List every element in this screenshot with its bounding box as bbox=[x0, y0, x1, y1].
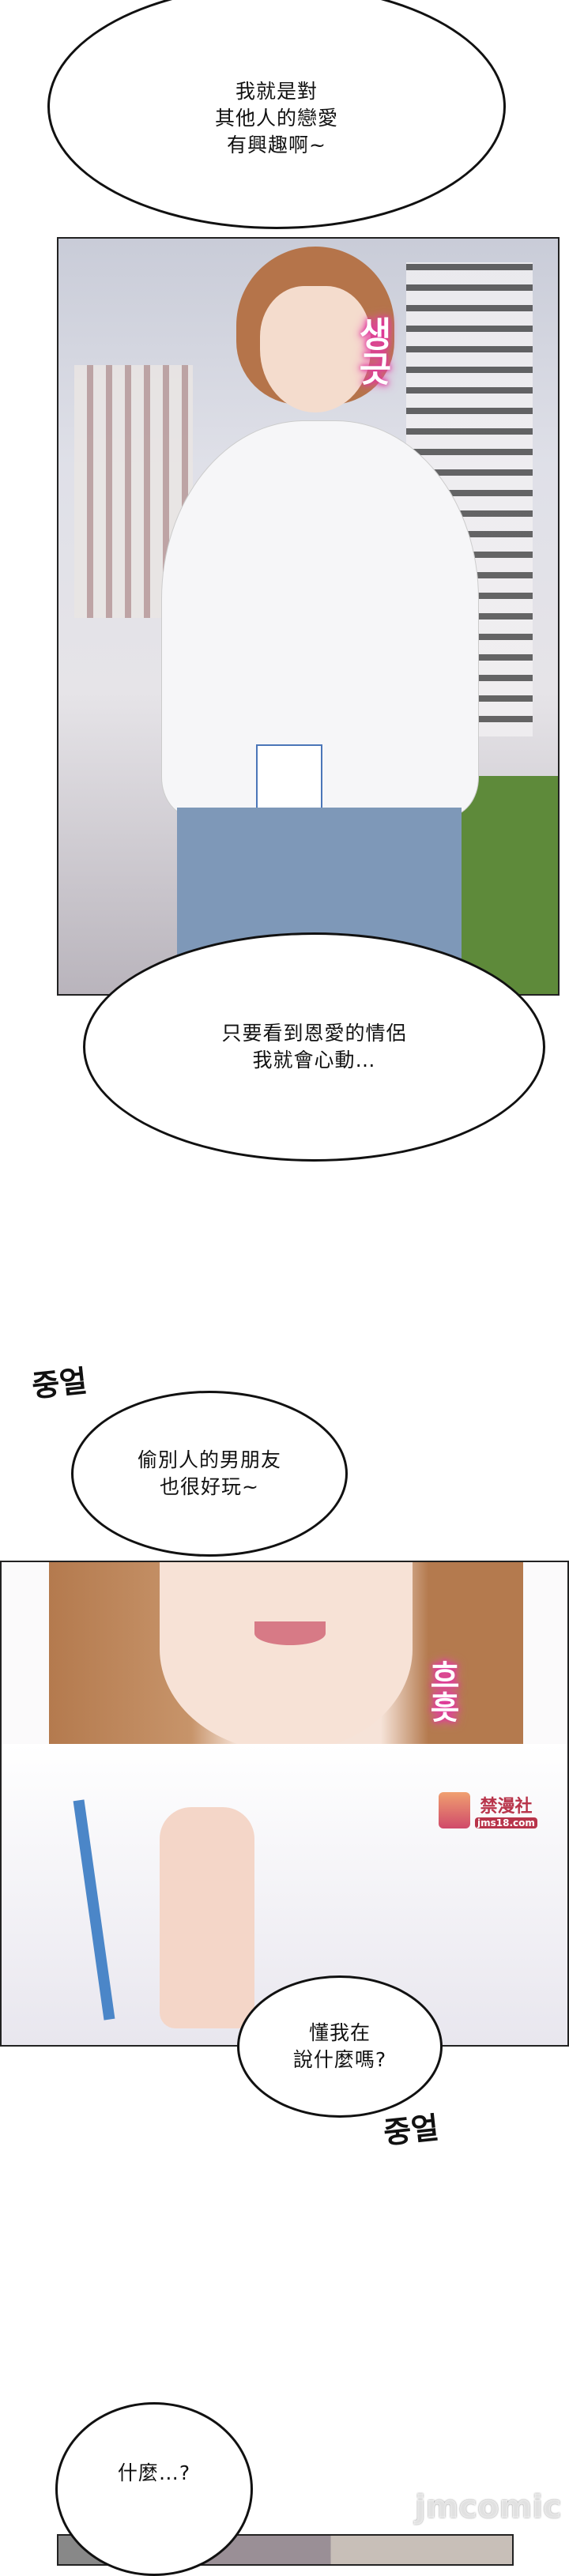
bubble-text: 有興趣啊~ bbox=[227, 134, 326, 156]
watermark-site-url: jms18.com bbox=[475, 1817, 537, 1828]
sfx-smile: 생긋 bbox=[352, 316, 392, 386]
character-chin bbox=[160, 1562, 413, 1752]
sfx-giggle: 흐흣 bbox=[424, 1659, 460, 1723]
bubble-text: 其他人的戀愛 bbox=[214, 107, 338, 130]
watermark-site-name: 禁漫社 bbox=[480, 1797, 533, 1817]
building-left bbox=[74, 365, 193, 618]
comic-panel-1 bbox=[57, 237, 560, 996]
bubble-text: 我就會心動… bbox=[252, 1049, 376, 1071]
bubble-text: 說什麼嗎? bbox=[292, 2048, 387, 2071]
speech-bubble-3: 偷別人的男朋友 也很好玩~ bbox=[71, 1391, 348, 1557]
watermark-site: 禁漫社 jms18.com bbox=[439, 1787, 557, 1833]
bubble-text: 什麼…? bbox=[117, 2461, 191, 2484]
bubble-text: 偷別人的男朋友 bbox=[137, 1448, 281, 1471]
speech-bubble-1: 我就是對 其他人的戀愛 有興趣啊~ bbox=[47, 0, 506, 229]
watermark-logo-icon bbox=[439, 1792, 470, 1828]
sfx-mumble: 중얼 bbox=[382, 2109, 441, 2151]
sfx-mumble: 중얼 bbox=[30, 1362, 89, 1404]
speech-bubble-4: 懂我在 說什麼嗎? bbox=[237, 1975, 443, 2118]
bubble-text: 只要看到恩愛的情侶 bbox=[221, 1022, 407, 1045]
bubble-text: 也很好玩~ bbox=[160, 1475, 259, 1498]
character-lips bbox=[254, 1621, 326, 1645]
speech-bubble-2: 只要看到恩愛的情侶 我就會心動… bbox=[83, 932, 545, 1162]
watermark-footer: jmcomic bbox=[415, 2489, 562, 2525]
character-face bbox=[260, 286, 371, 412]
bubble-text: 懂我在 bbox=[308, 2021, 371, 2044]
bubble-text: 我就是對 bbox=[235, 80, 318, 103]
speech-bubble-5: 什麼…? bbox=[55, 2402, 253, 2576]
character-hand bbox=[160, 1807, 254, 2028]
